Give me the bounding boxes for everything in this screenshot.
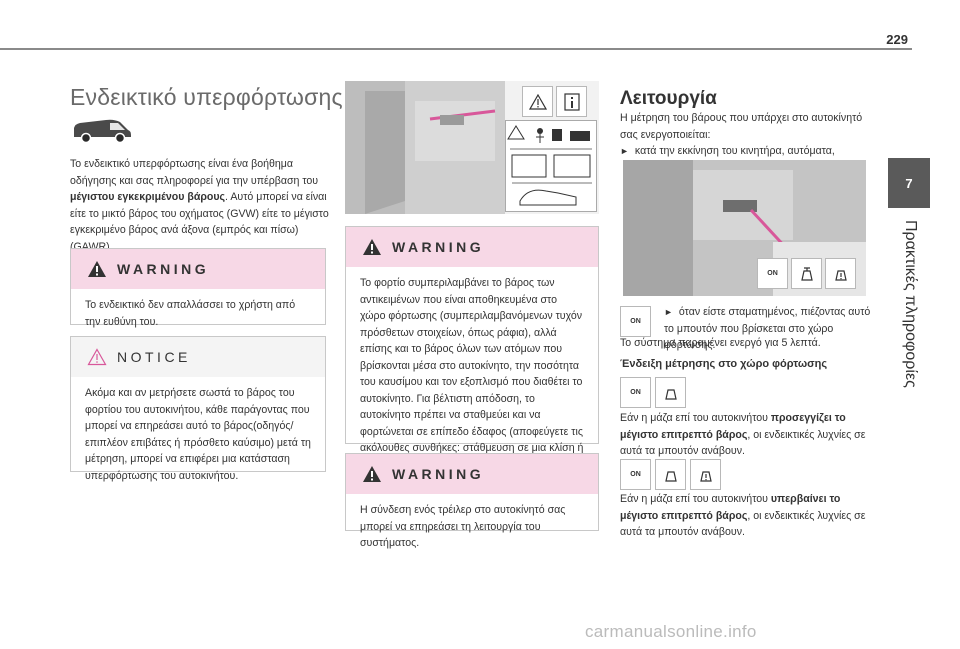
header-rule (0, 48, 912, 50)
weight-light-button-1[interactable] (791, 258, 822, 289)
van-icon (74, 119, 131, 144)
weight-button-exceed-2[interactable] (690, 459, 721, 490)
warning-header: WARNING (346, 454, 598, 494)
on-button-small[interactable]: ON (620, 306, 651, 337)
section-title-operation: Λειτουργία (620, 88, 717, 109)
cargo-button-illustration (623, 160, 866, 296)
notice-text: Ακόμα και αν μετρήσετε σωστά το βάρος το… (85, 387, 311, 482)
warning-text: Το ενδεικτικό δεν απαλλάσσει το χρήστη α… (85, 299, 296, 328)
bullet-arrow-icon: ► (664, 307, 673, 317)
warning-title: WARNING (392, 239, 485, 255)
exceed-paragraph: Εάν η μάζα επί του αυτοκινήτου υπερβαίνε… (620, 491, 870, 541)
page-number: 229 (886, 32, 908, 47)
warning-box-left: WARNING Το ενδεικτικό δεν απαλλάσσει το … (70, 248, 326, 328)
info-plate-icon (563, 92, 580, 111)
bullet-manual: ►όταν είστε σταματημένος, πιέζοντας αυτό… (664, 304, 874, 354)
notice-box: NOTICE Ακόμα και αν μετρήσετε σωστά το β… (70, 336, 326, 482)
operation-intro: Η μέτρηση του βάρους που υπάρχει στο αυτ… (620, 112, 863, 141)
chapter-label-wrap: Πρακτικές πληροφορίες (893, 220, 923, 390)
weight-button-exceed-1[interactable] (655, 459, 686, 490)
intro-text-bold: μέγιστου εγκεκριμένου βάρους (70, 191, 226, 203)
on-button-exceed[interactable]: ON (620, 459, 651, 490)
load-pictogram-panel (505, 120, 597, 212)
approach-text-1: Εάν η μάζα επί του αυτοκινήτου (620, 412, 771, 424)
exceed-text-1: Εάν η μάζα επί του αυτοκινήτου (620, 493, 771, 505)
weight-icon (664, 388, 677, 400)
warning-icon (363, 466, 381, 482)
warning-header: WARNING (346, 227, 598, 267)
load-pictogram-icon (507, 125, 592, 206)
info-plate-button[interactable] (556, 86, 587, 117)
approach-text-bold: προσεγγίζει το μέγιστο επιτρεπτό βάρος (620, 412, 846, 441)
bullet-auto: ► κατά την εκκίνηση του κινητήρα, αυτόματ… (620, 143, 870, 160)
on-button-large[interactable]: ON (757, 258, 788, 289)
bullet-auto-text: κατά την εκκίνηση του κινητήρα, αυτόματα… (634, 145, 835, 157)
warning-light-icon (528, 93, 547, 110)
weight-button-approach[interactable] (655, 377, 686, 408)
indicator-subheading: Ένδειξη μέτρησης στο χώρο φόρτωσης (620, 358, 828, 370)
weight-icon (664, 470, 677, 482)
section-title-overload: Ενδεικτικό υπερφόρτωσης (70, 84, 343, 110)
intro-text-1: Το ενδεικτικό υπερφόρτωσης είναι ένα βοή… (70, 158, 319, 187)
weight-alert-icon (699, 470, 712, 482)
warning-light-button[interactable] (522, 86, 553, 117)
exceed-text-bold: υπερβαίνει το μέγιστο επιτρεπτό βάρος (620, 493, 841, 522)
bullet-arrow-icon: ► (620, 146, 629, 156)
warning-title: WARNING (392, 466, 485, 482)
warning-header: WARNING (71, 249, 325, 289)
warning-icon (363, 239, 381, 255)
exceed-text-2: , οι ενδεικτικές λυχνίες σε αυτά τα μπου… (620, 509, 866, 539)
notice-icon (87, 348, 107, 366)
weight-alert-icon (834, 269, 847, 281)
warning-icon (88, 261, 106, 277)
weight-light-button-2[interactable] (825, 258, 856, 289)
weight-icon (800, 266, 813, 281)
active-duration-text: Το σύστημα παραμένει ενεργό για 5 λεπτά. (620, 337, 821, 349)
bullet-manual-text: όταν είστε σταματημένος, πιέζοντας αυτό … (664, 306, 871, 351)
warning-title: WARNING (117, 261, 210, 277)
on-button-approach[interactable]: ON (620, 377, 651, 408)
warning-text: Η σύνδεση ενός τρέιλερ στο αυτοκίνητό σα… (360, 504, 566, 549)
chapter-label: Πρακτικές πληροφορίες (902, 220, 919, 388)
warning-text: Το φορτίο συμπεριλαμβάνει το βάρος των α… (360, 277, 584, 471)
approach-text-2: , οι ενδεικτικές λυχνίες σε αυτά τα μπου… (620, 428, 866, 458)
chapter-tab[interactable]: 7 (888, 158, 930, 208)
approach-paragraph: Εάν η μάζα επί του αυτοκινήτου προσεγγίζ… (620, 410, 870, 460)
intro-text-2: . Αυτό μπορεί να είναι είτε το μικτό βάρ… (70, 191, 329, 253)
warning-box-middle-2: WARNING Η σύνδεση ενός τρέιλερ στο αυτοκ… (345, 453, 599, 549)
footer-watermark: carmanualsonline.info (585, 622, 757, 641)
notice-header: NOTICE (71, 337, 325, 377)
notice-title: NOTICE (117, 349, 191, 365)
warning-box-middle-1: WARNING Το φορτίο συμπεριλαμβάνει το βάρ… (345, 226, 599, 471)
intro-paragraph: Το ενδεικτικό υπερφόρτωσης είναι ένα βοή… (70, 156, 330, 255)
